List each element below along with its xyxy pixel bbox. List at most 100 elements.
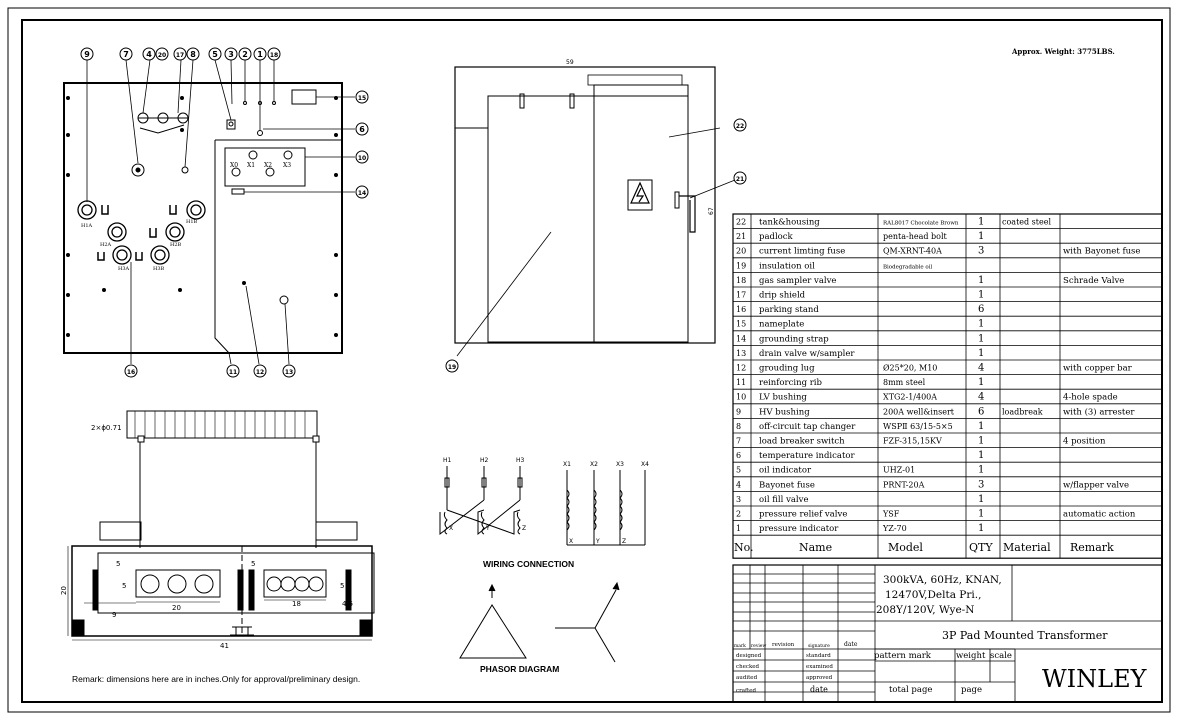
bom-row-remark: w/flapper valve [1063,480,1129,490]
callout-4: 4 [142,47,156,61]
bom-row-qty: 1 [978,377,984,388]
weight-note: Approx. Weight: 3775LBS. [1011,47,1115,56]
bom-row-no: 2 [736,510,741,519]
bom-row-name: grouding lug [759,364,815,374]
bom-row-name: tank&housing [759,218,820,228]
bom-row-name: drip shield [759,291,806,301]
title-block-text: 300kVA, 60Hz, KNAN, 12470V,Delta Pri., 2… [734,574,1148,695]
bom-row-qty: 1 [978,509,984,520]
callout-9: 9 [80,47,94,61]
svg-text:20: 20 [158,52,166,59]
lv-label-x0: X0 [230,162,238,169]
bom-row-name: reinforcing rib [759,378,822,388]
edge-markers [66,96,338,337]
svg-text:5: 5 [212,50,218,59]
bom-row-qty: 1 [978,333,984,344]
sign-col-review: review [751,643,766,649]
bom-row-name: insulation oil [759,261,815,271]
bom-row-remark: with (3) arrester [1063,406,1135,417]
lv-label-x3: X3 [283,162,291,169]
term-x4: X4 [641,461,649,468]
mid-approved: approved [806,675,833,681]
bom-row-qty: 1 [978,217,984,228]
dim-5b: 5 [122,582,126,590]
bom-row-name: Bayonet fuse [759,480,815,490]
bom-header-material: Material [1003,541,1051,554]
bom-row-no: 5 [736,466,741,475]
bom-row-model: PRNT-20A [883,480,925,489]
base-view [67,410,375,641]
svg-text:4: 4 [146,50,152,59]
hv-label-h3b: H3B [153,266,165,272]
bom-row-no: 17 [736,291,746,300]
bom-row-name: LV bushing [759,393,807,403]
callout-21: 21 [733,171,747,185]
coil-z-lv: Z [622,538,626,545]
callout-10: 10 [355,150,369,164]
title-block [732,564,1163,703]
bom-row-model: FZF-315,15KV [883,437,942,446]
callout-8: 8 [186,47,200,61]
bom-row-name: drain valve w/sampler [759,349,855,359]
hv-label-h1a: H1A [81,223,93,229]
bom-row-model: YSF [882,510,900,519]
bom-row-qty: 6 [978,406,984,417]
row-crafted: crafted [736,688,756,694]
svg-text:21: 21 [736,176,744,183]
coil-y-hv: Y [485,525,490,532]
bom-header-model: Model [888,541,923,554]
bom-row-no: 10 [736,393,746,402]
callout-1: 1 [253,47,267,61]
bom-row-no: 13 [736,349,746,358]
row-designed: designed [736,653,762,659]
bom-row-no: 14 [736,334,746,343]
term-h2: H2 [480,457,489,464]
bom-row-model: penta-head bolt [883,232,948,241]
bom-row-qty: 1 [978,348,984,359]
bom-row-material: loadbreak [1002,407,1043,416]
svg-text:3: 3 [228,50,234,59]
hv-label-h2a: H2A [100,242,112,248]
bom-header-no: No. [734,541,754,554]
bom-row-material: coated steel [1002,218,1051,227]
bom-row-qty: 1 [978,436,984,447]
term-h3: H3 [516,457,525,464]
mid-examined: examined [806,664,833,670]
mid-date: date [810,685,828,694]
bom-row-name: load breaker switch [759,437,845,447]
bom-row-qty: 1 [978,523,984,534]
bom-header-name: Name [799,541,832,554]
callout-15: 15 [355,90,369,104]
bom-row-qty: 4 [978,363,984,374]
callout-20: 20 [155,47,169,61]
hv-label-h1b: H1B [186,219,198,225]
side-dim-top: 59 [566,59,574,66]
bom-row-no: 12 [736,364,746,373]
svg-text:15: 15 [358,95,366,102]
dim-5a: 5 [116,560,120,568]
svg-text:16: 16 [127,369,135,376]
bom-row-model: UHZ-01 [883,466,915,475]
bom-row-remark: with Bayonet fuse [1063,247,1140,257]
total-page: total page [889,685,932,695]
callout-2: 2 [238,47,252,61]
svg-text:18: 18 [270,52,278,59]
bom-row-qty: 4 [978,392,984,403]
coil-y-lv: Y [595,538,600,545]
svg-text:9: 9 [84,50,90,59]
dim-20-bottom: 20 [172,604,181,612]
bom-row-no: 3 [736,495,741,504]
callout-bubbles: 9 7 4 20 17 8 5 3 2 1 18 15 6 10 14 16 1… [80,47,747,378]
bom-row-no: 6 [736,451,741,460]
term-x2: X2 [590,461,598,468]
lv-label-x2: X2 [264,162,272,169]
callout-12: 12 [253,364,267,378]
bom-row-no: 4 [736,480,741,489]
bom-row-name: pressure relief valve [759,510,847,520]
bom-row-name: gas sampler valve [759,276,836,286]
svg-text:13: 13 [285,369,293,376]
bom-row-no: 22 [736,218,746,227]
dim-5c: 5 [251,560,255,568]
scale-label: scale [990,651,1012,661]
